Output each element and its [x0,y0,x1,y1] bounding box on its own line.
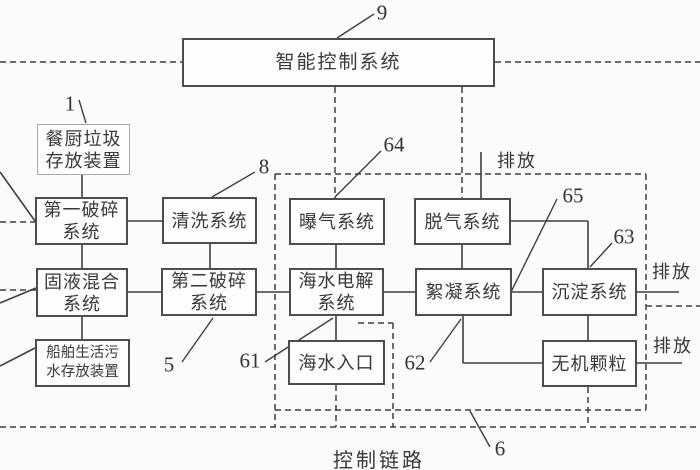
leader-ref-1 [78,99,87,124]
box-seawater-inlet: 海水入口 [288,340,385,385]
box-solid-liquid-mixing: 固液混合 系统 [36,268,128,317]
box-second-crushing-system: 第二破碎 系统 [161,268,257,316]
box-inorganic-particles: 无机颗粒 [542,340,637,387]
box-first-crushing-system-label: 第一破碎 系统 [43,200,120,242]
ref-label-63: 63 [613,224,635,249]
box-solid-liquid-mixing-label: 固液混合 系统 [44,271,120,314]
leader-ref-5 [181,317,214,363]
box-sedimentation-system-label: 沉淀系统 [551,282,628,302]
box-kitchen-waste-storage-label: 餐厨垃圾 存放装置 [45,128,122,171]
cropped-lead-crusher1 [0,171,36,222]
box-second-crushing-system-label: 第二破碎 系统 [171,271,247,313]
leader-ref-63 [589,242,613,268]
box-degassing-system: 脱气系统 [414,198,511,245]
box-cleaning-system-label: 清洗系统 [171,210,248,231]
discharge-label-top: 排放 [497,151,537,171]
box-aeration-system-label: 曝气系统 [299,211,375,232]
box-aeration-system: 曝气系统 [289,198,385,245]
box-smart-control-system: 智能控制系统 [182,38,495,87]
ref-label-64: 64 [383,132,405,157]
discharge-label-sedimentation: 排放 [652,262,692,282]
box-flocculation-system-label: 絮凝系统 [425,282,502,302]
box-seawater-electrolysis: 海水电解 系统 [289,268,384,316]
ref-label-62: 62 [404,350,426,375]
discharge-label-particles: 排放 [653,336,693,356]
box-ship-sewage-storage: 船舶生活污 水存放装置 [35,339,130,387]
ref-label-61: 61 [239,348,261,373]
box-first-crushing-system: 第一破碎 系统 [35,197,128,245]
box-inorganic-particles-label: 无机颗粒 [551,353,628,374]
cropped-lead-sewage [0,347,36,367]
box-sedimentation-system: 沉淀系统 [542,268,637,316]
ref-label-9: 9 [376,0,388,25]
ref-label-1: 1 [64,91,76,116]
leader-ref-6 [469,410,491,448]
control-link-label: 控制链路 [333,450,425,470]
box-seawater-inlet-label: 海水入口 [298,352,375,373]
leader-ref-9 [336,13,375,39]
box-degassing-system-label: 脱气系统 [424,211,501,232]
leader-ref-62 [429,318,462,363]
ref-label-5: 5 [163,352,175,377]
box-ship-sewage-storage-label: 船舶生活污 水存放装置 [46,345,119,380]
box-seawater-electrolysis-label: 海水电解 系统 [298,271,375,313]
box-cleaning-system: 清洗系统 [162,197,257,244]
ref-label-65: 65 [562,183,584,208]
box-kitchen-waste-storage: 餐厨垃圾 存放装置 [37,124,130,175]
ref-label-8: 8 [258,154,270,179]
ref-label-6: 6 [494,436,506,461]
box-smart-control-system-label: 智能控制系统 [275,51,402,73]
box-flocculation-system: 絮凝系统 [415,268,512,316]
leader-ref-8 [211,171,256,198]
leader-ref-65 [510,198,558,293]
